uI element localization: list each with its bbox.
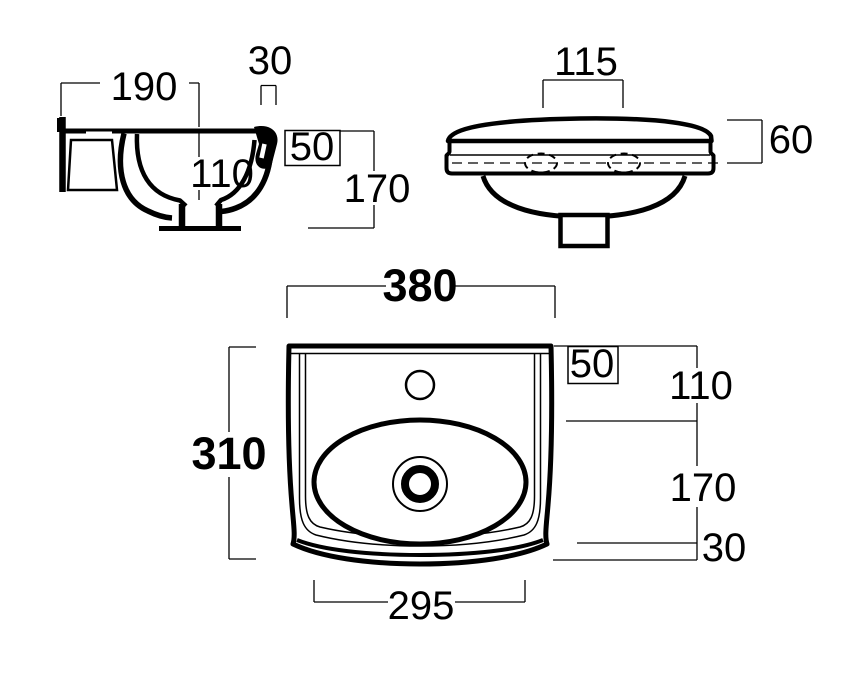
side-bowl-inner-left: [134, 133, 188, 208]
side-bracket: [66, 138, 119, 192]
front-dim-60-label: 60: [769, 118, 814, 162]
front-view: 115 60: [444, 40, 814, 249]
side-dim-170: 170: [308, 130, 411, 229]
side-rear-shell: [117, 132, 173, 221]
plan-waste-ring: [401, 465, 439, 503]
side-dim-170-lines: [308, 130, 375, 229]
side-dim-110-label: 110: [190, 152, 254, 196]
plan-dim-170-label: 170: [670, 466, 737, 510]
plan-view: 380 310 50 110 170: [191, 260, 746, 628]
plan-apron-line: [296, 538, 544, 557]
front-body: [444, 138, 716, 176]
plan-dim-380: 380: [286, 260, 556, 318]
plan-dim-295-lines: [313, 580, 526, 603]
side-dim-170-label: 170: [344, 167, 411, 211]
front-dim-115-lines: [542, 79, 624, 108]
front-dim-115: 115: [542, 40, 624, 108]
front-dim-60-lines: [727, 119, 763, 164]
front-fixing-hole-left: [524, 152, 558, 174]
front-outlet: [558, 212, 610, 249]
side-front-rim-slot: [259, 143, 267, 159]
side-dim-50-box: 50: [284, 125, 341, 169]
plan-tap-hole: [404, 369, 436, 401]
side-dim-190-lines: [60, 82, 200, 127]
side-dim-190: 190: [60, 65, 200, 127]
plan-right-dims: 50 110 170 30: [553, 342, 746, 570]
plan-dim-110-label: 110: [669, 364, 733, 408]
side-dim-50-frame: [284, 129, 341, 167]
front-fixing-hole-right: [607, 152, 641, 174]
plan-dim-380-label: 380: [382, 260, 457, 311]
front-top-arch: [445, 116, 714, 144]
side-bowl-inner-right: [214, 139, 257, 208]
plan-dim-310-label: 310: [191, 428, 266, 479]
side-dim-30-lines: [260, 84, 277, 105]
plan-dim-295-label: 295: [388, 584, 455, 628]
plan-dim-310-lines: [228, 346, 256, 560]
plan-dim-30-label: 30: [702, 526, 747, 570]
side-dim-50-label: 50: [290, 125, 335, 169]
side-dim-30: 30: [248, 39, 293, 105]
plan-dim-295: 295: [313, 580, 526, 628]
front-dim-115-label: 115: [554, 40, 618, 84]
side-dim-190-label: 190: [111, 65, 178, 109]
side-front-shell: [220, 149, 274, 215]
plan-right-ext-lines: [553, 345, 697, 561]
side-section-view: 190 30 110: [57, 39, 411, 231]
front-bowl: [480, 175, 688, 220]
plan-dim-50-label: 50: [570, 342, 615, 386]
side-dim-30-label: 30: [248, 39, 293, 83]
side-dim-110: 110: [190, 131, 254, 200]
front-dim-60: 60: [727, 118, 814, 164]
plan-dim-310: 310: [191, 346, 267, 560]
plan-dim-50-frame: [567, 345, 619, 385]
plan-dim-50-box: 50: [567, 342, 619, 386]
plan-dim-380-lines: [286, 285, 556, 318]
